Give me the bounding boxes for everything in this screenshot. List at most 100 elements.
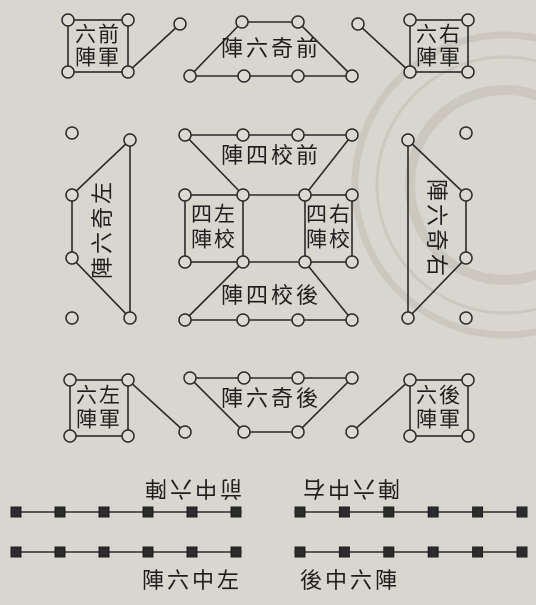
- node-circle: [237, 425, 251, 439]
- front-army-frame: [67, 19, 129, 73]
- chain-square: [142, 506, 154, 518]
- rear-army-row-2: 陣軍: [416, 408, 462, 432]
- node-circle: [459, 126, 473, 140]
- node-circle: [401, 311, 415, 325]
- node-circle: [237, 371, 251, 385]
- left-army-row-2: 陣軍: [76, 408, 122, 432]
- right-qi-label: 陣六奇右: [423, 179, 448, 279]
- node-circle: [345, 425, 359, 439]
- node-circle: [345, 255, 359, 269]
- chain-square: [10, 546, 22, 558]
- node-circle: [63, 373, 77, 387]
- center-xiao-formation: 陣四校前 陣四校後 四左 陣校 四右 陣校: [183, 134, 354, 321]
- chain-square: [230, 506, 242, 518]
- left-army-formation: 六左 陣軍: [69, 379, 186, 437]
- node-circle: [65, 126, 79, 140]
- chain-square: [516, 506, 528, 518]
- left-army-frame: [69, 379, 129, 437]
- node-circle: [65, 188, 79, 202]
- left-xiao-row-1: 四左: [191, 203, 237, 227]
- chain-row: [10, 546, 242, 558]
- node-circle: [236, 313, 250, 327]
- front-army-formation: 六前 陣軍: [67, 19, 181, 73]
- node-circle: [183, 371, 197, 385]
- node-circle: [173, 17, 187, 31]
- node-circle: [121, 13, 135, 27]
- node-circle: [298, 188, 312, 202]
- chain-row: [10, 506, 242, 518]
- left-qi-formation: 陣六奇左: [71, 138, 131, 320]
- node-circle: [345, 128, 359, 142]
- rear-army-link: [351, 379, 411, 433]
- seal-watermark: [351, 31, 536, 339]
- node-circle: [291, 15, 305, 29]
- chain-square: [54, 506, 66, 518]
- node-circle: [61, 65, 75, 79]
- front-qi-formation: 陣六奇前: [188, 21, 354, 77]
- node-circle: [403, 429, 417, 443]
- rear-qi-label: 陣六奇後: [221, 387, 321, 412]
- chain-square: [54, 546, 66, 558]
- front-xiao-label: 陣四校前: [221, 144, 321, 169]
- node-circle: [461, 373, 475, 387]
- node-circle: [183, 69, 197, 83]
- node-circle: [65, 251, 79, 265]
- right-army-row-1: 六右: [416, 23, 462, 47]
- node-circle: [345, 371, 359, 385]
- chain-square: [338, 546, 350, 558]
- right-qi-formation: 陣六奇右: [407, 138, 467, 320]
- node-circle: [236, 255, 250, 269]
- right-army-link: [357, 23, 411, 73]
- left-army-row-1: 六左: [76, 384, 122, 408]
- right-army-frame: [409, 19, 469, 73]
- left-xiao-row-2: 陣校: [191, 228, 237, 252]
- chain-square: [383, 546, 395, 558]
- node-circle: [178, 425, 192, 439]
- node-circle: [178, 313, 192, 327]
- formation-nodes: [61, 13, 475, 443]
- node-circle: [345, 69, 359, 83]
- left-qi-label: 陣六奇左: [91, 179, 116, 279]
- front-army-row-2: 陣軍: [75, 46, 121, 70]
- node-circle: [403, 13, 417, 27]
- node-circle: [236, 188, 250, 202]
- node-circle: [178, 128, 192, 142]
- rear-qi-formation: 陣六奇後: [188, 377, 354, 433]
- chain-square: [186, 506, 198, 518]
- chain-label-left-center: 陣六中左: [142, 569, 242, 594]
- chain-square: [383, 506, 395, 518]
- rear-xiao-label: 陣四校後: [221, 284, 321, 309]
- node-circle: [291, 371, 305, 385]
- node-circle: [65, 311, 79, 325]
- chain-label-right-center: 陣六中右: [300, 475, 400, 500]
- node-circle: [403, 65, 417, 79]
- node-circle: [291, 128, 305, 142]
- node-circle: [121, 373, 135, 387]
- chain-square: [294, 546, 306, 558]
- chain-square: [98, 506, 110, 518]
- node-circle: [291, 69, 305, 83]
- left-xiao-frame: [184, 194, 244, 263]
- node-circle: [459, 311, 473, 325]
- node-circle: [298, 255, 312, 269]
- node-circle: [178, 255, 192, 269]
- chain-square: [427, 546, 439, 558]
- right-xiao-row-2: 陣校: [306, 228, 352, 252]
- right-army-formation: 六右 陣軍: [357, 19, 469, 73]
- chain-square: [338, 506, 350, 518]
- node-circle: [236, 128, 250, 142]
- node-circle: [121, 429, 135, 443]
- chain-square: [10, 506, 22, 518]
- right-xiao-frame: [304, 194, 353, 263]
- node-circle: [403, 373, 417, 387]
- rear-army-frame: [409, 379, 469, 437]
- node-circle: [178, 188, 192, 202]
- node-circle: [351, 17, 365, 31]
- center-chains: [10, 506, 528, 558]
- chain-row: [294, 506, 528, 518]
- chain-label-front-center: 前中六陣: [142, 475, 242, 500]
- node-circle: [461, 429, 475, 443]
- node-circle: [459, 251, 473, 265]
